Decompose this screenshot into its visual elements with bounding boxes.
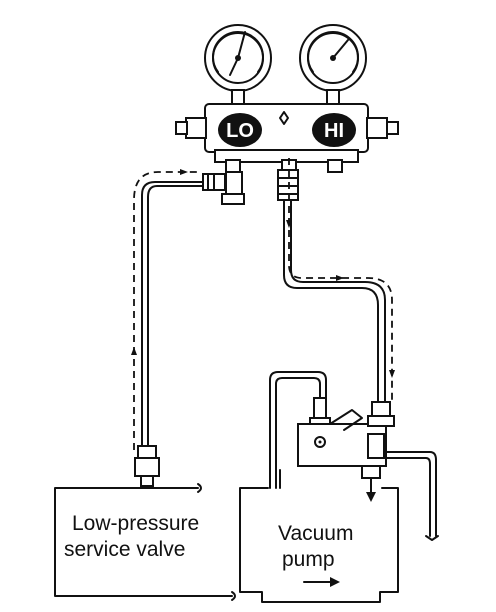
center-port-fitting: [277, 169, 299, 201]
vacuum-pump-label-2: pump: [282, 548, 335, 571]
lo-valve-badge: LO: [218, 113, 262, 147]
service-valve-label-2: service valve: [64, 538, 185, 561]
vacuum-pump-label-1: Vacuum: [278, 522, 353, 545]
service-valve-coupler: [134, 445, 160, 487]
center-hose: [283, 199, 379, 403]
vacuum-pump: Vacuum pump: [239, 371, 439, 603]
low-side-hose-inner: [147, 185, 204, 456]
hi-valve-badge: HI: [312, 113, 356, 147]
flow-arrow-up: [131, 347, 137, 355]
low-side-gauge: [204, 24, 272, 105]
high-side-gauge: [299, 24, 367, 105]
flow-line-pump-side: [288, 158, 393, 400]
flow-arrow-down-2: [389, 370, 395, 378]
flow-line-low-side: [133, 171, 200, 450]
service-valve-box: Low-pressure service valve: [54, 483, 236, 601]
svg-text:HI: HI: [324, 120, 344, 142]
svg-text:LO: LO: [226, 120, 254, 142]
service-valve-label-1: Low-pressure: [72, 512, 199, 535]
manifold-block: [175, 103, 399, 173]
flow-arrow-down-1: [286, 220, 292, 228]
flow-arrow-right-2: [336, 275, 344, 281]
center-hose-inner: [290, 199, 386, 403]
low-side-port-fitting: [202, 171, 245, 205]
flow-arrow-right: [180, 169, 188, 175]
low-side-hose: [141, 181, 204, 456]
